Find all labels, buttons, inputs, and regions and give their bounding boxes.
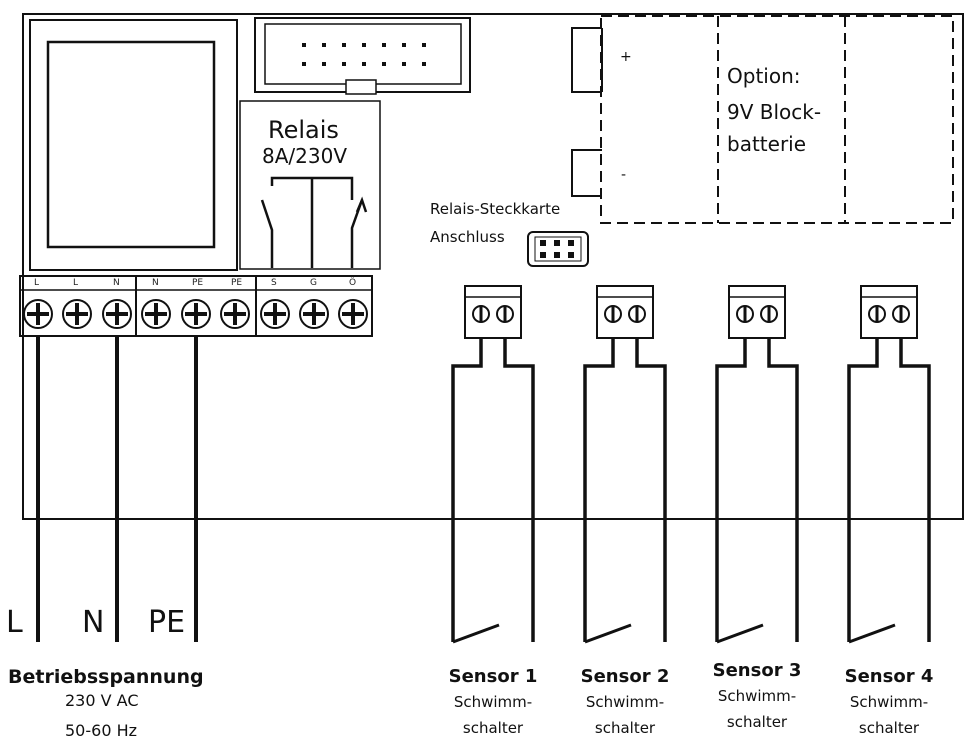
supply-frequency: 50-60 Hz [65, 721, 138, 740]
sensor-subtitle: schalter [594, 719, 656, 737]
terminal-label: PE [192, 278, 204, 288]
terminal-screw [220, 299, 250, 329]
relay-card-header [527, 231, 589, 267]
sensor-connector [860, 285, 918, 339]
relay-card-connection-label: Anschluss [430, 228, 505, 246]
terminal-label: L [73, 278, 79, 288]
terminal-screw [23, 299, 53, 329]
sensor-subtitle: Schwimm- [453, 693, 533, 711]
sensor-title: Sensor 3 [712, 660, 802, 681]
float-switch [715, 338, 799, 644]
terminal-label: L [34, 278, 40, 288]
sensor-connector [464, 285, 522, 339]
wire-label-pe: PE [148, 605, 186, 640]
battery-label: batterie [727, 132, 807, 156]
sensor-title: Sensor 2 [580, 666, 670, 687]
terminal-label: S [271, 278, 277, 288]
battery-clips [571, 27, 603, 197]
sensor-connector [728, 285, 786, 339]
relay-card-label: Relais-Steckkarte [430, 200, 561, 218]
terminal-screw [299, 299, 329, 329]
ribbon-connector [254, 17, 471, 95]
relay-rating: 8A/230V [262, 144, 347, 168]
option-label: Option: [727, 64, 801, 88]
sensor-subtitle: Schwimm- [849, 693, 929, 711]
relay-title: Relais [268, 116, 339, 144]
sensor-title: Sensor 4 [844, 666, 934, 687]
battery-option-area [600, 15, 954, 224]
wire-label-l: L [6, 605, 23, 640]
terminal-screw [181, 299, 211, 329]
terminal-screw [62, 299, 92, 329]
terminal-label: Ö [349, 278, 357, 288]
sensor-connector [596, 285, 654, 339]
float-switch [451, 338, 535, 644]
supply-title: Betriebsspannung [8, 666, 204, 688]
sensor-subtitle: schalter [858, 719, 920, 737]
sensor-title: Sensor 1 [448, 666, 538, 687]
battery-minus-symbol: - [621, 167, 627, 183]
sensor-subtitle: schalter [726, 713, 788, 731]
battery-plus-symbol: + [620, 49, 632, 65]
supply-wires [36, 336, 198, 642]
sensor-subtitle: schalter [462, 719, 524, 737]
sensor-subtitle: Schwimm- [717, 687, 797, 705]
float-switch [583, 338, 667, 644]
relay-contact-symbol [260, 176, 368, 268]
terminal-label: N [152, 278, 159, 288]
terminal-screw [141, 299, 171, 329]
relay-box [239, 100, 381, 270]
terminal-screw [260, 299, 290, 329]
transformer-outer [29, 19, 238, 271]
terminal-screw [338, 299, 368, 329]
board-outline [22, 13, 964, 520]
terminal-label: PE [231, 278, 243, 288]
terminal-screw [102, 299, 132, 329]
sensor-subtitle: Schwimm- [585, 693, 665, 711]
transformer-inner [46, 40, 216, 249]
terminal-label: N [113, 278, 120, 288]
float-switch [847, 338, 931, 644]
battery-type-label: 9V Block- [727, 100, 822, 124]
supply-voltage: 230 V AC [65, 691, 139, 710]
terminal-label: G [310, 278, 317, 288]
wire-label-n: N [82, 605, 105, 640]
